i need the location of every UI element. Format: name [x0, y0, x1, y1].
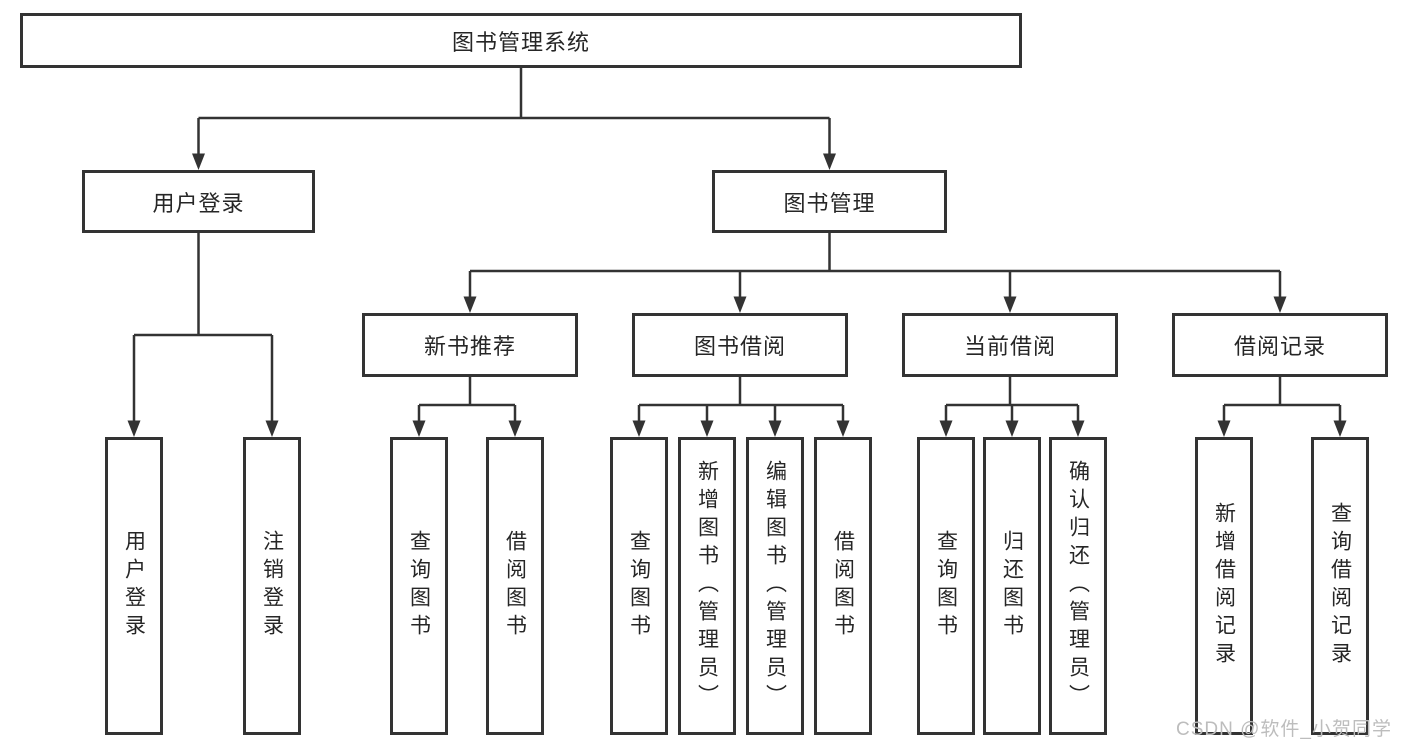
leaf-logout: 注销登录 [243, 437, 301, 735]
leaf-borrow-books-recommend: 借阅图书 [486, 437, 544, 735]
node-new-book-recommend: 新书推荐 [362, 313, 578, 377]
leaf-add-borrow-record-label: 新增借阅记录 [1212, 502, 1236, 670]
node-current-borrowing: 当前借阅 [902, 313, 1118, 377]
leaf-query-books-current: 查询图书 [917, 437, 975, 735]
node-borrowing-records: 借阅记录 [1172, 313, 1388, 377]
leaf-borrow-books-borrowing-label: 借阅图书 [831, 530, 855, 642]
leaf-return-book-label: 归还图书 [1000, 530, 1024, 642]
node-root-system: 图书管理系统 [20, 13, 1022, 68]
leaf-confirm-return-admin: 确认归还（管理员） [1049, 437, 1107, 735]
node-book-borrowing: 图书借阅 [632, 313, 848, 377]
node-user-login-branch: 用户登录 [82, 170, 315, 233]
leaf-confirm-return-admin-label: 确认归还（管理员） [1066, 460, 1090, 712]
leaf-query-books-borrowing-label: 查询图书 [627, 530, 651, 642]
leaf-add-book-admin: 新增图书（管理员） [678, 437, 736, 735]
csdn-watermark: CSDN @软件_小贺同学 [1176, 719, 1392, 740]
leaf-add-borrow-record: 新增借阅记录 [1195, 437, 1253, 735]
leaf-query-books-borrowing: 查询图书 [610, 437, 668, 735]
leaf-edit-book-admin: 编辑图书（管理员） [746, 437, 804, 735]
leaf-logout-label: 注销登录 [260, 530, 284, 642]
leaf-user-login: 用户登录 [105, 437, 163, 735]
leaf-query-books-current-label: 查询图书 [934, 530, 958, 642]
leaf-query-borrow-record-label: 查询借阅记录 [1328, 502, 1352, 670]
leaf-user-login-label: 用户登录 [122, 530, 146, 642]
leaf-return-book: 归还图书 [983, 437, 1041, 735]
leaf-query-borrow-record: 查询借阅记录 [1311, 437, 1369, 735]
leaf-query-books-recommend: 查询图书 [390, 437, 448, 735]
node-book-management-branch: 图书管理 [712, 170, 947, 233]
leaf-borrow-books-recommend-label: 借阅图书 [503, 530, 527, 642]
leaf-borrow-books-borrowing: 借阅图书 [814, 437, 872, 735]
leaf-edit-book-admin-label: 编辑图书（管理员） [763, 460, 787, 712]
leaf-add-book-admin-label: 新增图书（管理员） [695, 460, 719, 712]
leaf-query-books-recommend-label: 查询图书 [407, 530, 431, 642]
